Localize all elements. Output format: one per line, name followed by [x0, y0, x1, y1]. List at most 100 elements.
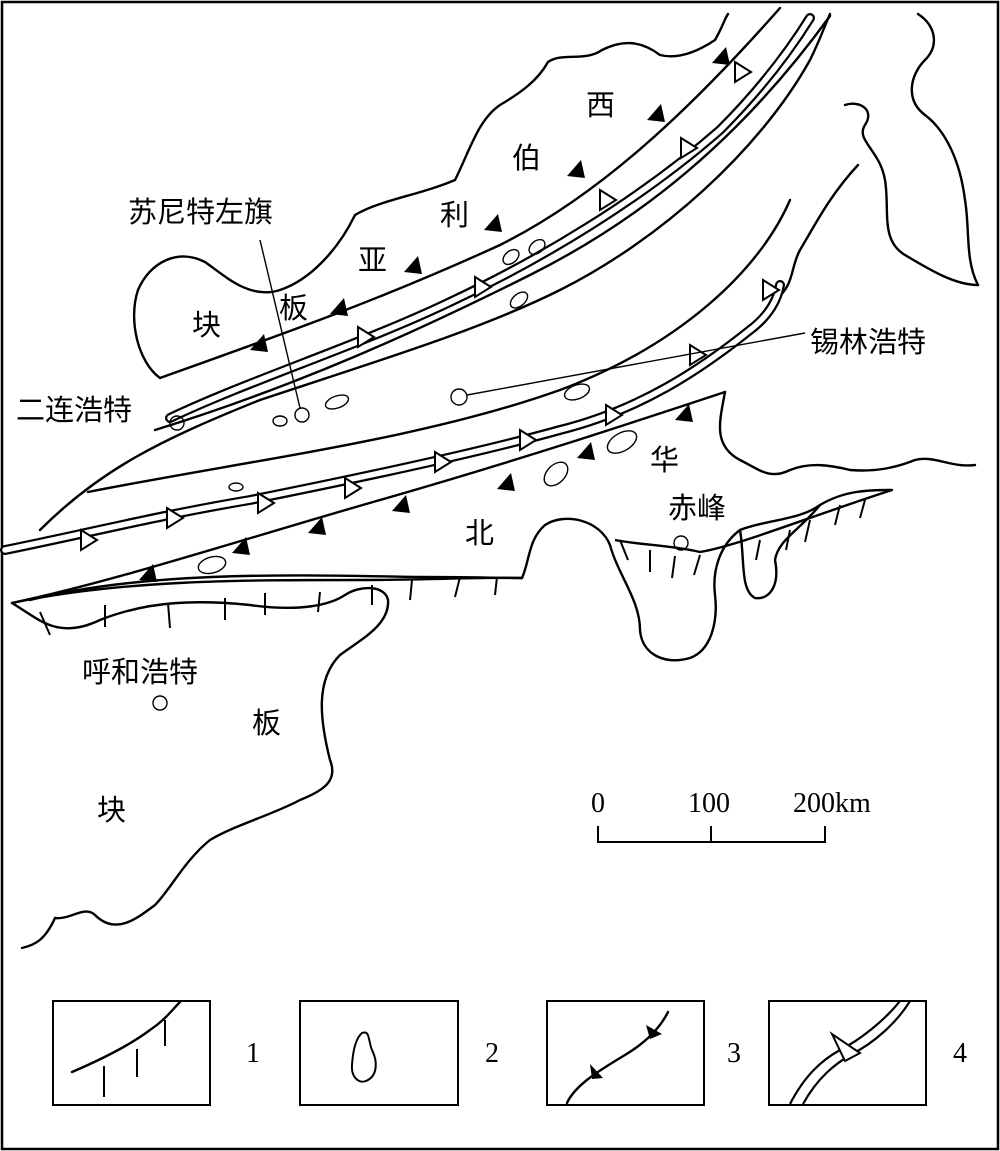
siberia-plate-label-char-4: 亚	[358, 243, 387, 277]
scale-label-200: 200km	[793, 788, 871, 819]
boundary-top-right	[910, 12, 980, 287]
suture-tooth	[434, 450, 453, 474]
suture-tooth	[80, 528, 99, 552]
siberia-plate-label-char-2: 伯	[512, 141, 541, 175]
intrusion-body	[272, 415, 288, 427]
legend-item-3: 3	[546, 1000, 741, 1106]
suture-tooth	[680, 136, 699, 160]
legend-number-2: 2	[485, 1038, 499, 1069]
legend-item-2: 2	[299, 1000, 499, 1106]
suture-tooth	[474, 275, 493, 299]
suture-tooth	[357, 325, 376, 349]
belt-line-3	[38, 12, 832, 532]
legend-number-3: 3	[727, 1038, 741, 1069]
scale-label-0: 0	[591, 788, 605, 819]
hachure-tick	[785, 529, 791, 551]
thrust-tooth	[567, 160, 585, 178]
thrust-tooth	[404, 256, 422, 274]
belt-line-2	[153, 14, 832, 432]
label-sunite-zuoqi: 苏尼特左旗	[128, 195, 273, 229]
hachure-tick	[317, 591, 321, 613]
suture-tooth	[762, 278, 781, 302]
suture-tooth	[166, 506, 185, 530]
hachure-tick	[454, 576, 461, 598]
thrust-fault-teeth	[139, 47, 730, 582]
hachure-tick	[804, 519, 811, 543]
scale-label-100: 100	[688, 788, 730, 819]
suture-tooth	[689, 343, 708, 367]
boundary-island-right	[843, 102, 980, 287]
suture-tooth	[257, 491, 276, 515]
legend: 1 2 3 4	[52, 1000, 967, 1106]
city-marker-sunite-zuoqi	[294, 407, 310, 423]
siberia-plate-label-char-1: 西	[586, 88, 615, 122]
siberia-plate-label-char-5: 板	[279, 291, 308, 325]
suture-inner	[167, 15, 813, 421]
city-marker-chifeng	[673, 535, 689, 551]
suture-tooth	[344, 476, 363, 500]
city-marker-erenhot	[169, 415, 185, 431]
thrust-tooth	[139, 564, 157, 582]
hachure-tick	[693, 554, 701, 576]
intrusion-body	[228, 482, 244, 492]
boundary-mid-right	[773, 163, 860, 302]
hachure-tick	[619, 539, 629, 561]
legend-thrust-tooth	[646, 1025, 662, 1039]
hachure-ticks	[11, 488, 893, 636]
legend-box	[52, 1000, 211, 1106]
north-china-plate-label-char-2: 北	[465, 516, 494, 550]
leader-line-xilinhot	[466, 332, 806, 396]
suture-zones	[0, 13, 815, 555]
leader-line-sunite-zuoqi	[259, 239, 301, 409]
thrust-tooth	[392, 495, 410, 513]
suture-tooth	[519, 428, 538, 452]
hachure-tick	[494, 576, 498, 596]
intrusion-body	[563, 383, 591, 401]
belt-north-edge	[158, 6, 782, 380]
thrust-tooth	[330, 298, 348, 316]
siberia-boundary	[132, 12, 730, 380]
legend-item-4: 4	[768, 1000, 967, 1106]
thrust-tooth	[647, 104, 665, 122]
legend-box	[299, 1000, 459, 1106]
thrust-tooth	[308, 517, 326, 535]
intrusion-body	[509, 291, 529, 309]
thrust-tooth	[484, 214, 502, 232]
intrusion-body	[197, 555, 227, 575]
north-china-plate-label-char-4: 块	[97, 793, 126, 827]
label-xilinhot: 锡林浩特	[810, 325, 926, 359]
hachure-tick	[755, 539, 761, 561]
intrusion-body	[606, 430, 638, 454]
coast-southwest	[10, 586, 390, 950]
hachure-tick	[167, 602, 171, 629]
north-china-plate-label-char-3: 板	[252, 706, 281, 740]
intrusion-body	[543, 461, 569, 487]
suture-tooth	[599, 188, 618, 212]
thrust-tooth	[675, 404, 693, 422]
belt-south-edge	[10, 390, 727, 605]
legend-number-4: 4	[953, 1038, 967, 1069]
legend-box	[546, 1000, 705, 1106]
thrust-tooth	[712, 47, 730, 65]
siberia-plate-label-char-3: 利	[440, 198, 469, 232]
label-erenhot: 二连浩特	[16, 393, 132, 427]
hachure-tick	[671, 555, 676, 579]
hachured-edge	[11, 576, 523, 605]
coast-east	[718, 390, 977, 476]
belt-line-4	[86, 198, 792, 494]
legend-item-1: 1	[52, 1000, 260, 1106]
suture-tooth	[605, 403, 624, 427]
hachure-tick	[39, 611, 51, 636]
thrust-tooth	[250, 334, 268, 352]
label-chifeng: 赤峰	[668, 491, 726, 525]
hachure-tick	[859, 499, 866, 519]
siberia-plate-label-char-6: 块	[192, 308, 221, 342]
hachured-edge	[614, 488, 893, 554]
legend-number-1: 1	[246, 1038, 260, 1069]
suture-teeth	[80, 60, 781, 552]
legend-symbol-hachured-line	[70, 1000, 182, 1074]
north-china-boundary	[520, 488, 894, 662]
